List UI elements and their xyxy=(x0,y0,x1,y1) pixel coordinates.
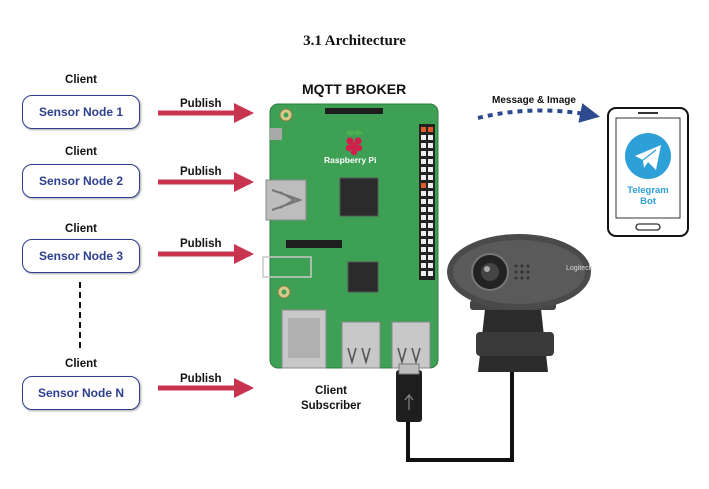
client-label-n: Client xyxy=(65,358,97,370)
page-title: 3.1 Architecture xyxy=(303,33,406,49)
sensor-node-2: Sensor Node 2 xyxy=(22,164,140,198)
message-arrow xyxy=(477,103,600,123)
publish-arrows xyxy=(158,103,254,398)
telegram-icon xyxy=(625,133,671,179)
publish-label-1: Publish xyxy=(180,98,222,110)
publish-label-n: Publish xyxy=(180,373,222,385)
subscriber-line-2: Subscriber xyxy=(300,400,362,412)
subscriber-label: Client Subscriber xyxy=(296,384,366,414)
phone xyxy=(607,107,689,237)
usb-icon xyxy=(404,394,414,410)
raspberry-pi-board xyxy=(262,103,439,369)
client-label-2: Client xyxy=(65,146,97,158)
broker-label: MQTT BROKER xyxy=(302,81,407,97)
publish-label-2: Publish xyxy=(180,166,222,178)
telegram-label: Telegram Bot xyxy=(616,185,680,207)
message-label: Message & Image xyxy=(492,95,576,106)
telegram-line-2: Bot xyxy=(640,196,656,207)
usb-cable xyxy=(396,363,514,462)
publish-label-3: Publish xyxy=(180,238,222,250)
webcam-brand: Logitech xyxy=(566,265,593,272)
webcam: Logitech xyxy=(447,234,593,372)
sensor-node-3: Sensor Node 3 xyxy=(22,239,140,273)
raspberry-logo-icon xyxy=(345,130,363,156)
client-label-3: Client xyxy=(65,223,97,235)
subscriber-line-1: Client xyxy=(315,385,347,397)
telegram-line-1: Telegram xyxy=(627,185,669,196)
client-label-1: Client xyxy=(65,74,97,86)
sensor-node-1: Sensor Node 1 xyxy=(22,95,140,129)
pi-brand-label: Raspberry Pi xyxy=(324,155,377,165)
sensor-node-n: Sensor Node N xyxy=(22,376,140,410)
gpio-pins xyxy=(421,127,433,276)
